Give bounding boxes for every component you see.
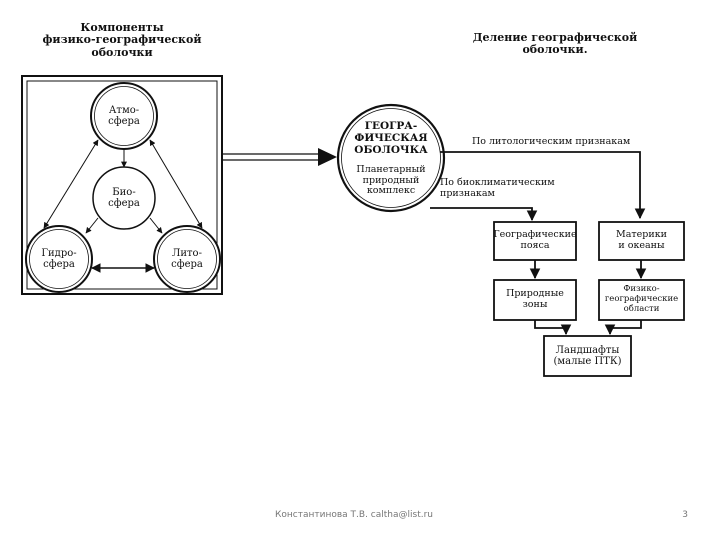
zones-to-landscapes-arrow xyxy=(534,320,572,336)
bio-hydro-arrow xyxy=(85,217,99,234)
biosphere-label: Био- сфера xyxy=(108,186,140,210)
components-title-line-2: физико-географической xyxy=(42,33,202,47)
regions-to-landscapes-arrow xyxy=(604,320,642,336)
geographic-envelope-node xyxy=(336,103,446,213)
landscapes-box-border xyxy=(543,335,632,377)
lithologic-branch-line xyxy=(440,151,646,220)
phys-geo-regions-box: Физико- географические области xyxy=(604,284,679,314)
geo-belts-box-border xyxy=(493,221,577,261)
bioclimatic-branch-line xyxy=(430,207,538,222)
lithologic-branch-label: По литологическим признакам xyxy=(472,136,631,147)
lithosphere-label: Лито- сфера xyxy=(171,247,203,271)
atmosphere-label: Атмо- сфера xyxy=(108,104,140,128)
page-number: 3 xyxy=(682,510,688,520)
hydrosphere-label: Гидро- сфера xyxy=(41,247,77,271)
frame-to-envelope-arrowhead xyxy=(318,148,337,166)
envelope-subtitle: Планетарный природный комплекс xyxy=(356,163,426,197)
components-frame-inner xyxy=(26,80,218,290)
geo-belts-box: Географические пояса xyxy=(493,229,577,251)
atmo-hydro-arrow xyxy=(43,139,99,229)
bioclimatic-branch-label: По биоклиматическим признакам xyxy=(440,177,555,199)
components-title-line-3: оболочки xyxy=(91,45,153,59)
footer-author: Константинова Т.В. caltha@list.ru xyxy=(275,510,433,520)
atmo-litho-arrow xyxy=(149,139,203,229)
lithosphere-node xyxy=(153,225,221,293)
envelope-title: ГЕОГРА- ФИЧЕСКАЯ ОБОЛОЧКА xyxy=(354,119,428,157)
division-title: Деление географической оболочки. xyxy=(472,31,638,57)
components-title: Компоненты физико-географической оболочк… xyxy=(42,21,202,59)
components-title-line-1: Компоненты xyxy=(80,21,164,34)
bio-litho-arrow xyxy=(149,217,163,234)
components-frame-outer xyxy=(21,75,223,295)
landscapes-box: Ландшафты (малые ПТК) xyxy=(553,344,622,368)
continents-box: Материки и океаны xyxy=(616,229,667,251)
natural-zones-box: Природные зоны xyxy=(506,288,564,310)
